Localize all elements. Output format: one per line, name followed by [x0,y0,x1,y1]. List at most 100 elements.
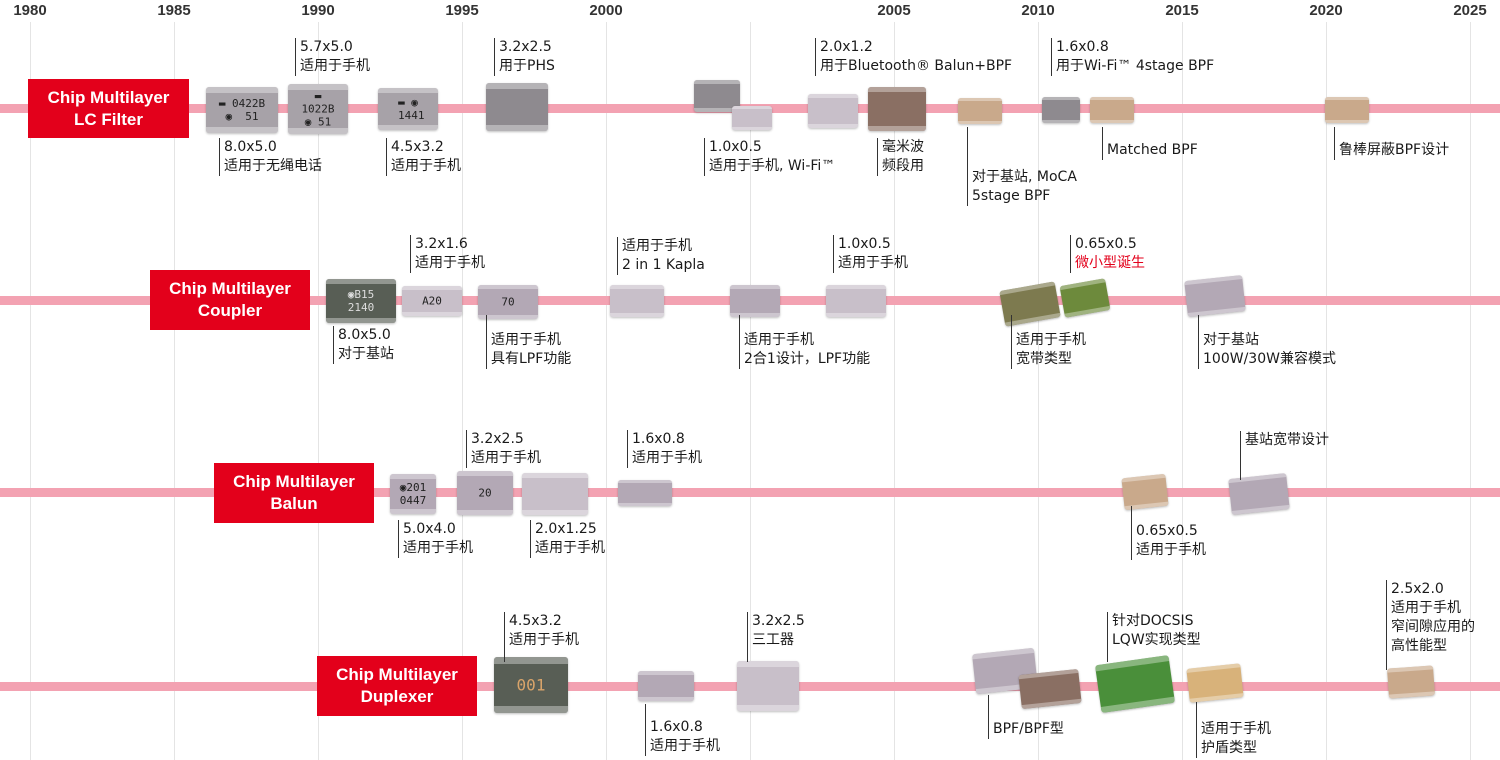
annotation: 3.2x2.5 三工器 [747,612,805,662]
year-label: 1985 [157,2,191,19]
chip-marking: A20 [422,294,442,308]
annotation: 2.0x1.2 用于Bluetooth® Balun+BPF [815,38,1012,76]
chip-image: 001 [494,657,568,713]
year-label: 2020 [1309,2,1343,19]
annotation: 2.5x2.0 适用于手机 窄间隙应用的 高性能型 [1386,580,1475,670]
annotation: 0.65x0.5 微小型诞生 [1070,235,1145,273]
chip-image [1095,655,1175,713]
year-label: 1980 [13,2,47,19]
annotation: 0.65x0.5 适用于手机 [1131,506,1206,560]
chip-image: ▬ ◉ 1441 [378,88,438,130]
chip-image [826,285,886,317]
annotation: 1.6x0.8 适用于手机 [645,704,720,756]
annotation: 毫米波 频段用 [877,138,924,176]
chip-image [1325,97,1369,123]
year-gridline [1038,22,1039,760]
chip-marking: 70 [501,295,515,309]
chip-image: ▬ 1022B ◉ 51 [288,84,348,134]
annotation: 2.0x1.25 适用于手机 [530,520,605,558]
year-gridline [750,22,751,760]
annotation: 适用于手机 宽带类型 [1011,315,1086,369]
chip-image [732,106,772,130]
chip-image: ◉B15 2140 [326,279,396,323]
chip-marking: ▬ ◉ 1441 [398,96,425,122]
annotation-highlight: 微小型诞生 [1075,255,1145,271]
chip-image: A20 [402,286,462,316]
chip-image [737,661,799,711]
annotation-size: 0.65x0.5 [1075,236,1137,252]
annotation: 对于基站, MoCA 5stage BPF [967,127,1077,206]
annotation: 对于基站 100W/30W兼容模式 [1198,315,1336,369]
chip-image [638,671,694,701]
annotation: 1.6x0.8 用于Wi-Fi™ 4stage BPF [1051,38,1214,76]
year-label: 2015 [1165,2,1199,19]
chip-image [610,285,664,317]
annotation: 5.0x4.0 适用于手机 [398,520,473,558]
annotation: 1.6x0.8 适用于手机 [627,430,702,468]
chip-image [808,94,858,128]
year-label: 1990 [301,2,335,19]
chip-image [1059,278,1111,318]
annotation: 适用于手机 护盾类型 [1196,702,1271,758]
annotation: 适用于手机 2合1设计，LPF功能 [739,315,870,369]
balun-badge: Chip Multilayer Balun [214,463,374,523]
chip-image: 20 [457,471,513,515]
chip-marking: 20 [478,486,492,500]
year-gridline [1470,22,1471,760]
duplexer-badge: Chip Multilayer Duplexer [317,656,477,716]
year-label: 1995 [445,2,479,19]
annotation: 针对DOCSIS LQW实现类型 [1107,612,1201,662]
year-label: 2005 [877,2,911,19]
annotation: 3.2x1.6 适用于手机 [410,235,485,273]
annotation: 4.5x3.2 适用于手机 [386,138,461,176]
chip-image [1387,665,1435,699]
chip-image [958,98,1002,124]
year-gridline [462,22,463,760]
annotation: 基站宽带设计 [1240,431,1329,480]
annotation: 适用于手机 具有LPF功能 [486,315,571,369]
chip-image [1121,473,1169,511]
year-gridline [606,22,607,760]
annotation: 8.0x5.0 适用于无绳电话 [219,138,322,176]
chip-marking: ◉B15 2140 [347,288,375,314]
chip-image [522,473,588,515]
chip-marking: ▬ 0422B ◉ 51 [218,97,266,123]
year-gridline [174,22,175,760]
chip-marking: ▬ 1022B ◉ 51 [301,89,335,129]
chip-image [1186,663,1244,703]
annotation: 8.0x5.0 对于基站 [333,326,394,364]
year-gridline [1182,22,1183,760]
annotation: 鲁棒屏蔽BPF设计 [1334,127,1449,160]
chip-image [486,83,548,131]
chip-image: ▬ 0422B ◉ 51 [206,87,278,133]
chip-image [730,285,780,317]
coupler-badge: Chip Multilayer Coupler [150,270,310,330]
year-gridline [1326,22,1327,760]
chip-image [1090,97,1134,123]
annotation: BPF/BPF型 [988,695,1064,739]
chip-image [1042,97,1080,123]
annotation: 3.2x2.5 适用于手机 [466,430,541,468]
chip-image [1184,275,1246,317]
chip-image [618,480,672,506]
year-gridline [894,22,895,760]
chip-image: ◉201 0447 [390,474,436,514]
annotation: 适用于手机 2 in 1 Kapla [617,237,705,275]
annotation: 3.2x2.5 用于PHS [494,38,555,76]
annotation: 1.0x0.5 适用于手机, Wi-Fi™ [704,138,835,176]
year-label: 2010 [1021,2,1055,19]
annotation: Matched BPF [1102,127,1198,160]
year-label: 2025 [1453,2,1487,19]
chip-marking: ◉201 0447 [399,481,427,507]
chip-image: 70 [478,285,538,319]
annotation: 5.7x5.0 适用于手机 [295,38,370,76]
year-gridline [318,22,319,760]
annotation: 4.5x3.2 适用于手机 [504,612,579,662]
timeline-track [0,488,1500,497]
year-gridline [30,22,31,760]
annotation: 1.0x0.5 适用于手机 [833,235,908,273]
chip-marking: 001 [516,675,546,695]
year-label: 2000 [589,2,623,19]
lc-filter-badge: Chip Multilayer LC Filter [28,79,189,138]
chip-image [868,87,926,131]
